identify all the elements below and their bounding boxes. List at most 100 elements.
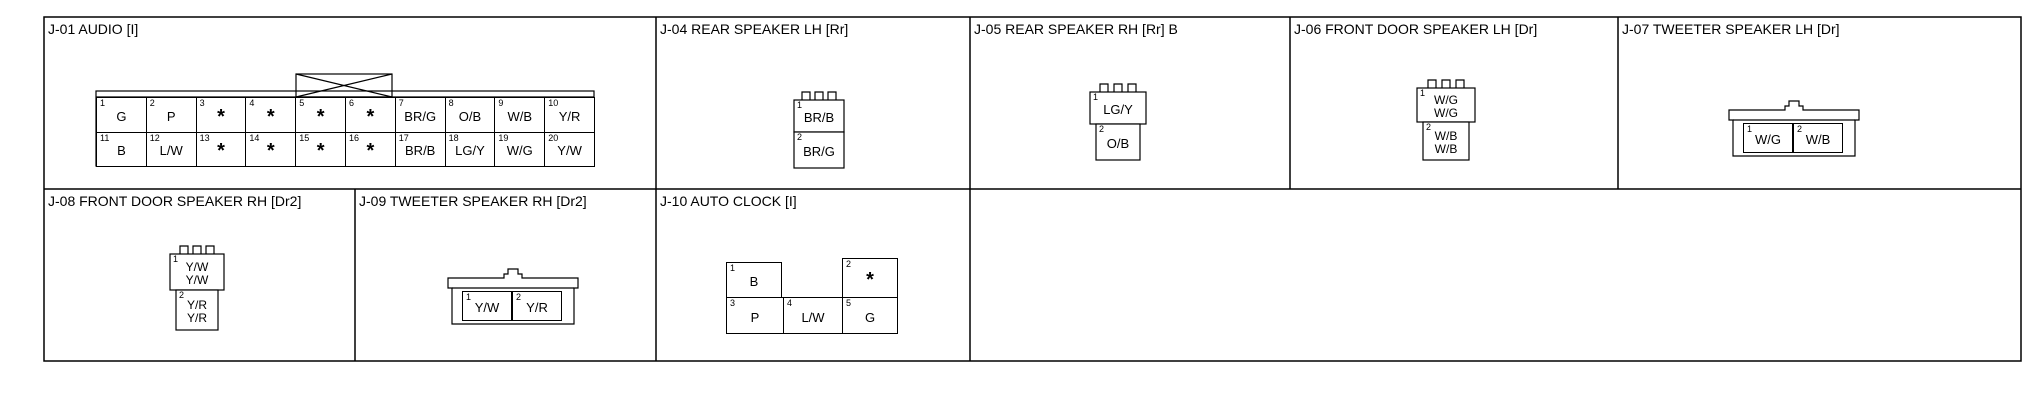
pin-cell: 2 W/B xyxy=(1793,123,1843,153)
pin-wire: * xyxy=(217,140,225,163)
connector-j05-outline xyxy=(1089,83,1147,161)
title-j05: J-05 REAR SPEAKER RH [Rr] B xyxy=(974,21,1178,37)
pin-number: 10 xyxy=(548,98,559,108)
pin-number: 12 xyxy=(149,132,160,143)
pin-number: 4 xyxy=(249,98,255,108)
title-j08: J-08 FRONT DOOR SPEAKER RH [Dr2] xyxy=(48,193,302,209)
pin-wire: W/G W/G xyxy=(1434,93,1458,120)
connector-j07-outline xyxy=(1728,100,1860,157)
pin-number: 8 xyxy=(448,98,454,108)
pin-cell: 1 W/G W/G xyxy=(1417,88,1475,122)
pin-cell: 1 B xyxy=(726,262,782,298)
pin-number: 5 xyxy=(299,98,305,108)
pin-cell: 2 Y/R Y/R xyxy=(176,290,218,330)
connector-j08: 1 Y/W Y/W 2 Y/R Y/R xyxy=(168,245,226,331)
pin-wire: * xyxy=(366,140,375,163)
pin-wire: Y/W xyxy=(557,143,582,159)
pin-wire: Y/W xyxy=(474,300,500,315)
pin-number: 14 xyxy=(249,132,260,143)
pin-number: 16 xyxy=(349,132,360,143)
pin-number: 2 xyxy=(1426,122,1432,132)
pin-wire: BR/G xyxy=(803,144,835,159)
pin-cell: 16 * xyxy=(345,131,396,167)
pin-number: 4 xyxy=(787,298,793,308)
connector-j10: 1 B 2 * 3 P 4 L/W 5 G xyxy=(726,258,898,336)
pin-cell: 2 * xyxy=(842,258,898,298)
pin-number: 1 xyxy=(100,98,106,108)
pin-wire: L/W xyxy=(159,143,183,159)
pin-wire: P xyxy=(750,309,760,325)
pin-wire: Y/R Y/R xyxy=(186,298,207,325)
pin-cell: 2 BR/G xyxy=(794,132,844,168)
pin-wire: LG/Y xyxy=(1103,102,1133,117)
pin-wire: W/B xyxy=(507,108,533,124)
pin-wire: B xyxy=(749,274,759,289)
pin-number: 1 xyxy=(1420,88,1426,98)
title-j10: J-10 AUTO CLOCK [I] xyxy=(660,193,797,209)
connector-j04: 1 BR/B 2 BR/G xyxy=(790,91,848,169)
pin-wire: * xyxy=(266,140,275,163)
pin-number: 2 xyxy=(1797,124,1803,134)
pin-cell: 5* xyxy=(295,97,346,133)
pin-wire: * xyxy=(217,105,225,128)
pin-wire: W/G xyxy=(506,143,533,159)
pin-cell: 3 P xyxy=(726,297,784,334)
pin-cell: 2 O/B xyxy=(1096,124,1140,160)
pin-number: 2 xyxy=(516,292,522,302)
pin-cell: 5 G xyxy=(842,297,898,334)
pin-number: 1 xyxy=(797,100,803,110)
pin-wire: BR/G xyxy=(404,108,437,124)
pin-number: 1 xyxy=(173,254,179,264)
pin-wire: * xyxy=(366,105,375,128)
pin-wire: BR/B xyxy=(405,143,436,159)
pin-number: 7 xyxy=(398,98,404,108)
title-j04: J-04 REAR SPEAKER LH [Rr] xyxy=(660,21,849,37)
pin-wire: * xyxy=(266,105,275,128)
pin-wire: O/B xyxy=(458,108,482,124)
pin-number: 19 xyxy=(498,132,509,143)
pin-number: 17 xyxy=(398,132,409,143)
pin-wire: Y/R xyxy=(526,300,548,315)
pin-wire: * xyxy=(866,269,874,291)
pin-number: 20 xyxy=(548,132,559,143)
pin-number: 1 xyxy=(730,263,736,273)
connector-j06: 1 W/G W/G 2 W/B W/B xyxy=(1415,79,1477,161)
title-j06: J-06 FRONT DOOR SPEAKER LH [Dr] xyxy=(1294,21,1538,37)
connector-j07: 1 W/G 2 W/B xyxy=(1727,98,1861,158)
pin-wire: B xyxy=(117,143,126,159)
connector-j09-outline xyxy=(447,268,579,325)
pin-wire: LG/Y xyxy=(455,143,485,159)
pin-number: 2 xyxy=(797,132,803,142)
pin-number: 1 xyxy=(1093,92,1099,102)
pin-wire: W/G xyxy=(1755,132,1781,147)
pin-wire: W/B W/B xyxy=(1434,129,1458,156)
pin-cell: 14 * xyxy=(245,131,297,167)
connector-j04-outline xyxy=(793,91,845,169)
pin-cell: 1 BR/B xyxy=(794,100,844,132)
pin-cell: 6* xyxy=(345,97,396,133)
pin-cell: 1 W/G xyxy=(1743,123,1793,153)
pin-number: 15 xyxy=(299,132,310,143)
pin-cell: 1 LG/Y xyxy=(1090,92,1146,124)
pin-cell: 4* xyxy=(245,97,297,133)
pin-number: 2 xyxy=(846,259,852,269)
pin-number: 2 xyxy=(1099,124,1105,134)
pin-wire: L/W xyxy=(801,309,825,325)
pin-wire: G xyxy=(116,108,127,124)
pin-number: 6 xyxy=(349,98,355,108)
pin-number: 3 xyxy=(199,98,205,108)
title-j01: J-01 AUDIO [I] xyxy=(48,21,139,37)
pin-number: 1 xyxy=(1747,124,1753,134)
connector-j05: 1 LG/Y 2 O/B xyxy=(1088,83,1148,161)
pin-wire: BR/B xyxy=(803,110,835,125)
pin-wire: W/B xyxy=(1805,132,1831,147)
